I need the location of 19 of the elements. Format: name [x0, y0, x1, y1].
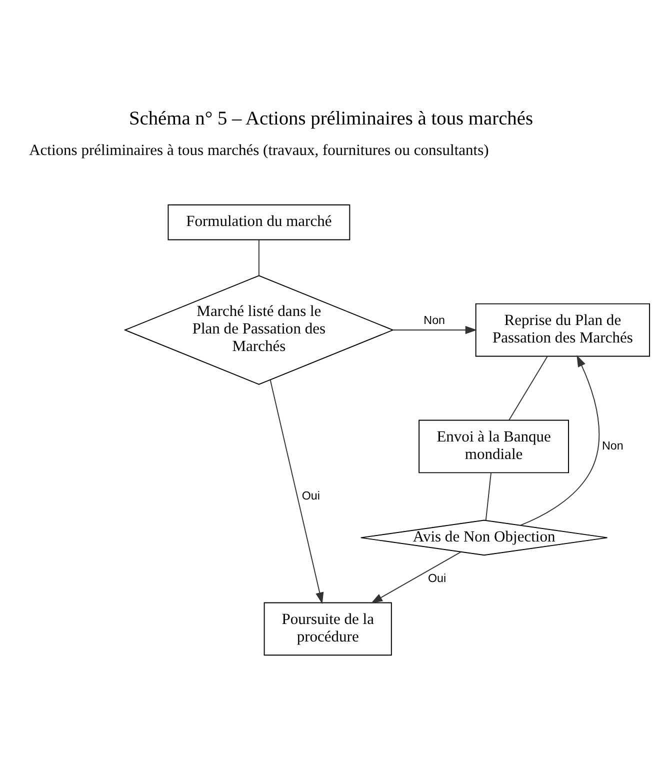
- node-box: Envoi à la Banque mondiale: [418, 420, 569, 474]
- edge-label: Oui: [302, 489, 320, 502]
- arrow: [370, 552, 462, 604]
- edge-label: Non: [602, 439, 624, 452]
- arrow: [520, 355, 600, 526]
- node-box: Formulation du marché: [168, 204, 350, 240]
- edge-label: Oui: [428, 572, 446, 585]
- arrow: [392, 326, 478, 334]
- diagram-title: Schéma n° 5 – Actions préliminaires à tous marchés: [128, 108, 534, 130]
- connector: [485, 472, 492, 521]
- connector: [508, 356, 548, 421]
- node-diamond: Avis de Non Objection: [360, 520, 608, 556]
- node-diamond: Marché listé dans le Plan de Passation des Marchés: [124, 275, 394, 385]
- edge-label: Non: [424, 314, 446, 327]
- label: Actions préliminaires à tous marchés (travaux, fournitures ou consultants): [29, 142, 489, 160]
- node-box: Reprise du Plan de Passation des Marchés: [475, 303, 650, 357]
- node-box: Poursuite de la procédure: [264, 602, 392, 656]
- connector: [258, 239, 260, 276]
- arrow: [270, 380, 324, 604]
